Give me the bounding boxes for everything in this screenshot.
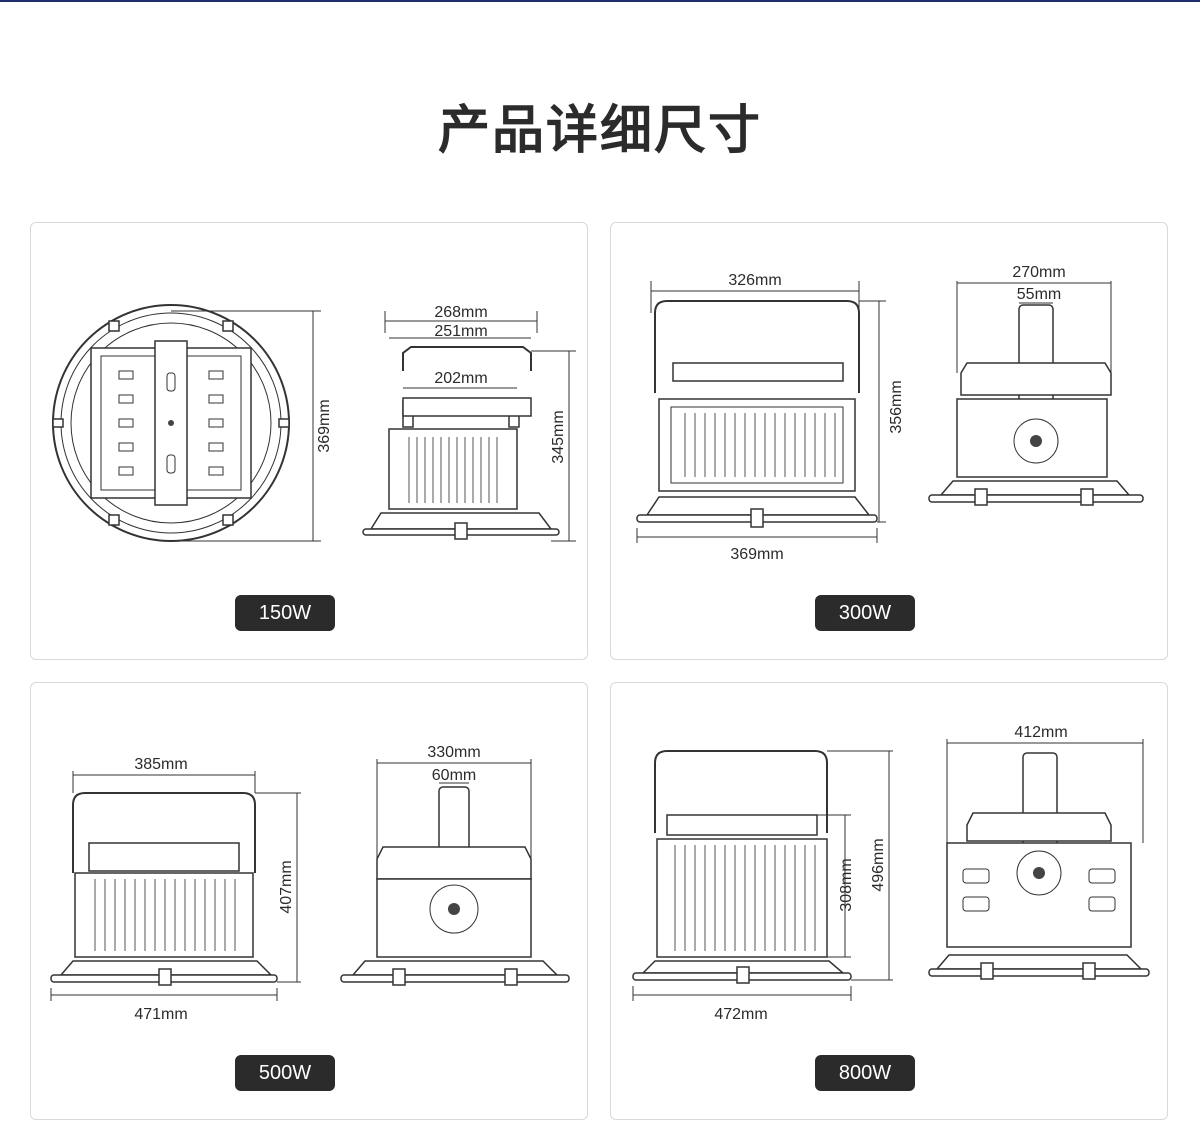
front-view-300w — [636, 300, 878, 528]
drawing-300w: 326mm 356mm 369mm 270mm 55mm — [636, 264, 1144, 563]
dim-height-800w: 496mm — [870, 838, 887, 891]
dim-side-width-500w: 330mm — [427, 744, 480, 761]
dim-top-width-150w: 268mm — [434, 304, 487, 321]
dim-base-width-800w: 472mm — [714, 1006, 767, 1023]
front-view-500w — [50, 792, 278, 986]
side-view-300w — [928, 304, 1144, 506]
side-view-500w — [340, 786, 570, 986]
dim-base-width-300w: 369mm — [730, 546, 783, 563]
dim-height-300w: 356mm — [888, 380, 905, 433]
drawing-500w: 385mm 407mm 471mm 330mm 60mm — [50, 744, 570, 1023]
dim-arm-width-500w: 60mm — [432, 767, 476, 784]
page-title: 产品详细尺寸 — [437, 101, 762, 161]
drawing-800w: 308mm 496mm 472mm 412mm — [632, 724, 1150, 1023]
dim-inner-width-150w: 202mm — [434, 370, 487, 387]
dim-arm-width-300w: 55mm — [1017, 286, 1061, 303]
front-view-800w — [632, 750, 852, 984]
power-badge-500w: 500W — [235, 1055, 335, 1091]
power-badge-150w: 150W — [235, 595, 335, 631]
product-card-150w: 369mm — [30, 222, 588, 660]
dim-side-width-300w: 270mm — [1012, 264, 1065, 281]
side-view-800w — [928, 752, 1150, 980]
dim-height-500w: 407mm — [278, 860, 295, 913]
dim-bracket-width-300w: 326mm — [728, 272, 781, 289]
dim-bracket-width-500w: 385mm — [134, 756, 187, 773]
product-card-300w: 326mm 356mm 369mm 270mm 55mm 300W — [610, 222, 1168, 660]
power-badge-300w: 300W — [815, 595, 915, 631]
power-badge-800w: 800W — [815, 1055, 915, 1091]
dim-height-150w: 369mm — [316, 399, 333, 452]
dim-body-height-800w: 308mm — [838, 858, 855, 911]
drawing-150w: 369mm — [52, 304, 576, 542]
dim-side-width-800w: 412mm — [1014, 724, 1067, 741]
top-divider-line — [0, 0, 1200, 2]
product-card-500w: 385mm 407mm 471mm 330mm 60mm 500W — [30, 682, 588, 1120]
front-view-150w — [52, 304, 290, 542]
product-card-800w: 308mm 496mm 472mm 412mm 800W — [610, 682, 1168, 1120]
dim-side-height-150w: 345mm — [550, 410, 567, 463]
side-view-150w — [362, 346, 560, 540]
dim-mid-width-150w: 251mm — [434, 323, 487, 340]
dim-base-width-500w: 471mm — [134, 1006, 187, 1023]
